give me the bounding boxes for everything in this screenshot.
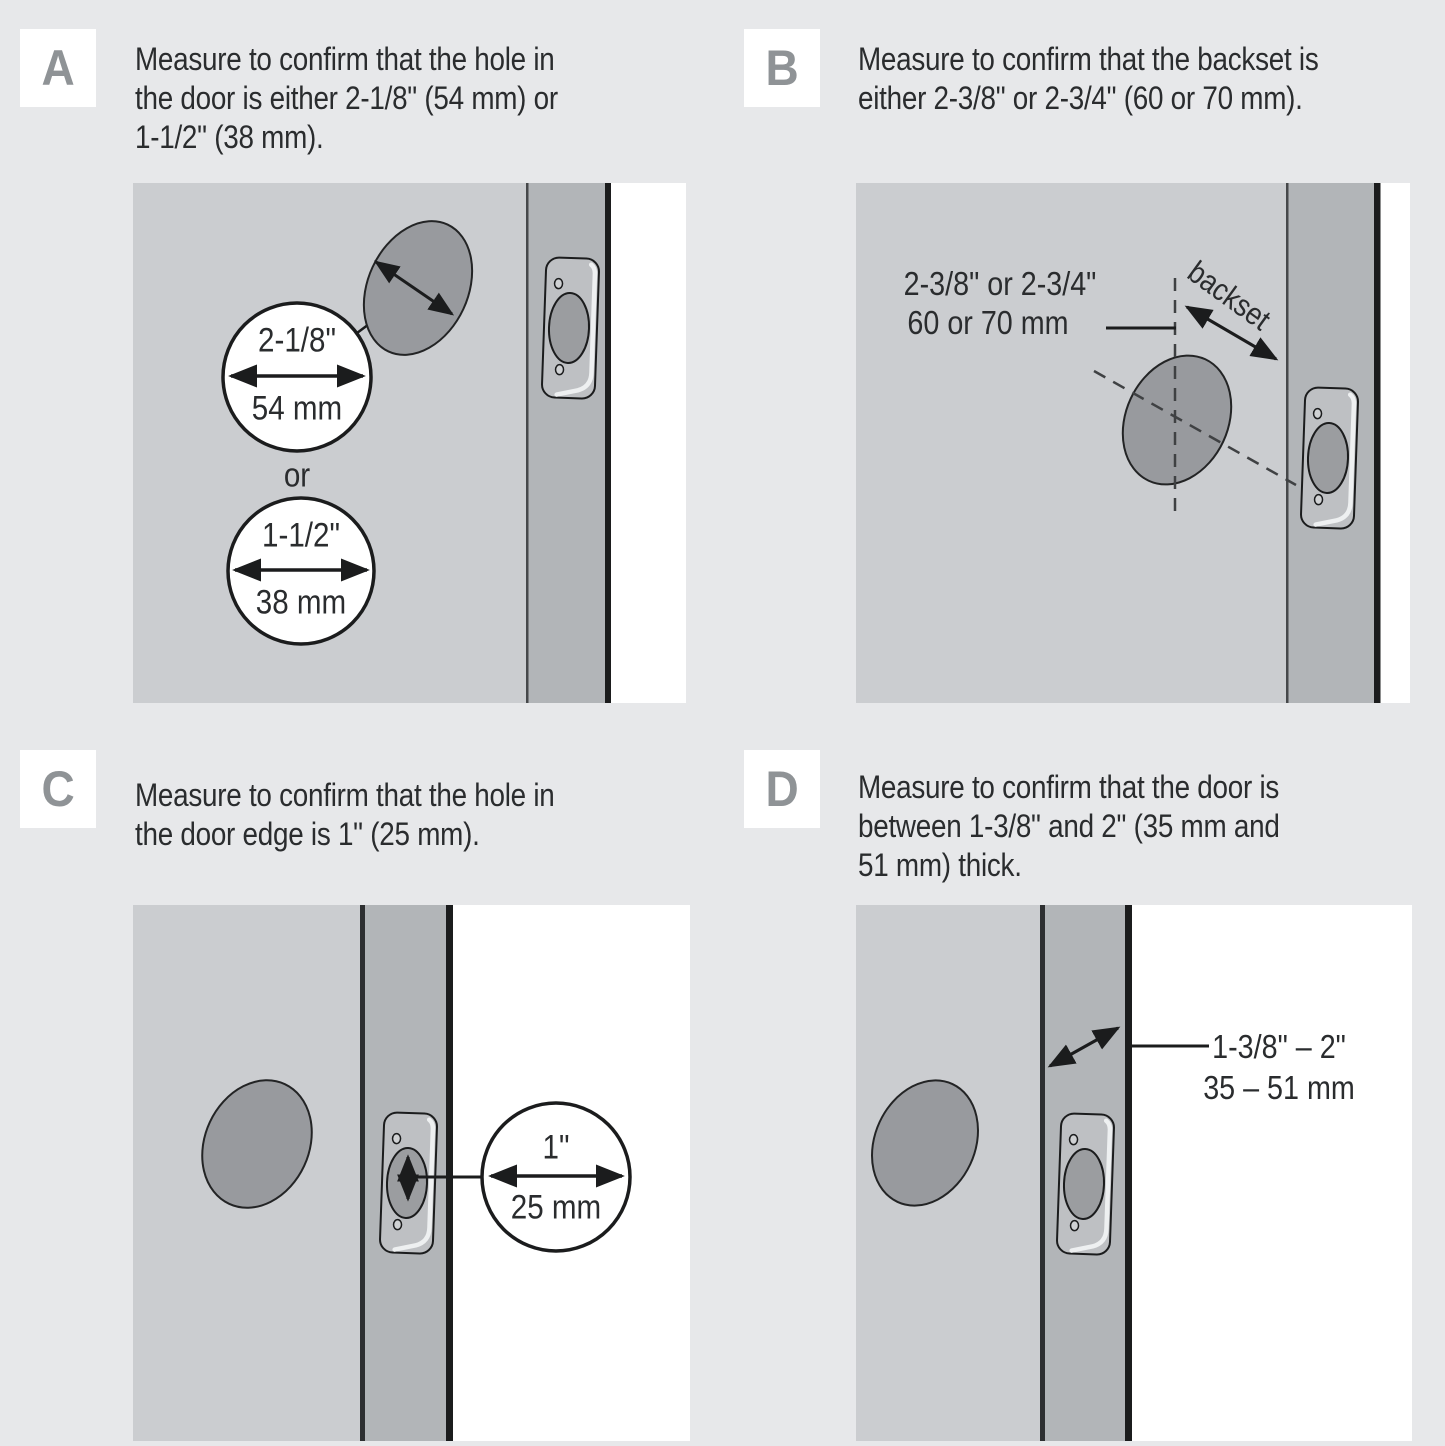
step-b-letter: B bbox=[765, 40, 799, 96]
hole-centerline-diagonal bbox=[1093, 369, 1297, 487]
step-b-header-line: Measure to confirm that the backset is bbox=[858, 41, 1319, 77]
latch-plate bbox=[1056, 1112, 1115, 1256]
door-corner-line bbox=[1040, 905, 1045, 1441]
door-opening bbox=[1132, 905, 1412, 1441]
step-b-badge: B bbox=[744, 29, 820, 107]
door-thickness-diagram bbox=[856, 905, 1412, 1441]
backset-size-mm: 60 or 70 mm bbox=[907, 304, 1069, 341]
step-b-header: Measure to confirm that the backset is e… bbox=[858, 40, 1319, 118]
latch-plate bbox=[541, 256, 600, 400]
latch-plate bbox=[1300, 386, 1359, 530]
step-d-header: Measure to confirm that the door is betw… bbox=[858, 768, 1280, 885]
step-c-letter: C bbox=[41, 761, 75, 817]
step-d-diagram: 1-3/8" – 2" 35 – 51 mm bbox=[856, 905, 1412, 1441]
door-edge-outline bbox=[605, 183, 611, 703]
thickness-arrow-icon bbox=[1047, 1026, 1121, 1068]
step-b-header-line: either 2-3/8" or 2-3/4" (60 or 70 mm). bbox=[858, 80, 1303, 116]
step-a-header-line: the door is either 2-1/8" (54 mm) or bbox=[135, 80, 558, 116]
step-c-header-line: the door edge is 1" (25 mm). bbox=[135, 816, 480, 852]
step-a-letter: A bbox=[41, 40, 75, 96]
step-d-header-line: Measure to confirm that the door is bbox=[858, 769, 1280, 805]
hole-size-inches: 2-1/8" bbox=[258, 321, 336, 360]
step-b-diagram: 2-3/8" or 2-3/4" 60 or 70 mm backset bbox=[856, 183, 1410, 703]
door-corner-line bbox=[360, 905, 365, 1441]
door-face-hole-diagram bbox=[133, 183, 686, 703]
edge-hole-size-inches: 1" bbox=[542, 1128, 570, 1167]
door-edge-hole-diagram bbox=[133, 905, 690, 1441]
step-a-header-line: Measure to confirm that the hole in bbox=[135, 41, 555, 77]
step-a-header-line: 1-1/2" (38 mm). bbox=[135, 119, 324, 155]
hole-diameter-arrow-icon bbox=[373, 260, 455, 316]
step-c-diagram: 1" 25 mm bbox=[133, 905, 690, 1441]
step-a-badge: A bbox=[20, 29, 96, 107]
hole-size-mm: 54 mm bbox=[251, 389, 343, 428]
step-c-badge: C bbox=[20, 750, 96, 828]
backset-arrow-icon bbox=[1184, 305, 1279, 361]
door-edge-outline bbox=[1374, 183, 1381, 703]
step-d-header-line: 51 mm) thick. bbox=[858, 847, 1022, 883]
backset-size-inches: 2-3/8" or 2-3/4" bbox=[903, 265, 1097, 302]
edge-hole-size-mm: 25 mm bbox=[510, 1188, 602, 1227]
door-opening bbox=[611, 183, 686, 703]
door-corner-line bbox=[1286, 183, 1289, 703]
or-label: or bbox=[283, 456, 311, 495]
step-c-header-line: Measure to confirm that the hole in bbox=[135, 777, 555, 813]
step-a-header: Measure to confirm that the hole in the … bbox=[135, 40, 558, 157]
step-d-badge: D bbox=[744, 750, 820, 828]
cross-bore-hole bbox=[201, 1079, 313, 1209]
step-c-header: Measure to confirm that the hole in the … bbox=[135, 776, 555, 854]
door-corner-line bbox=[526, 183, 529, 703]
door-edge-outline bbox=[1125, 905, 1132, 1441]
door-opening bbox=[1380, 183, 1410, 703]
hole-size-inches: 1-1/2" bbox=[262, 516, 340, 555]
thickness-range-inches: 1-3/8" – 2" bbox=[1212, 1028, 1346, 1065]
door-edge-outline bbox=[446, 905, 453, 1441]
step-a-diagram: 2-1/8" 54 mm or 1-1/2" 38 mm bbox=[133, 183, 686, 703]
hole-size-mm: 38 mm bbox=[255, 583, 347, 622]
backset-diagram bbox=[856, 183, 1410, 703]
step-d-header-line: between 1-3/8" and 2" (35 mm and bbox=[858, 808, 1280, 844]
cross-bore-hole bbox=[871, 1079, 979, 1207]
step-d-letter: D bbox=[765, 761, 799, 817]
thickness-range-mm: 35 – 51 mm bbox=[1203, 1069, 1355, 1106]
